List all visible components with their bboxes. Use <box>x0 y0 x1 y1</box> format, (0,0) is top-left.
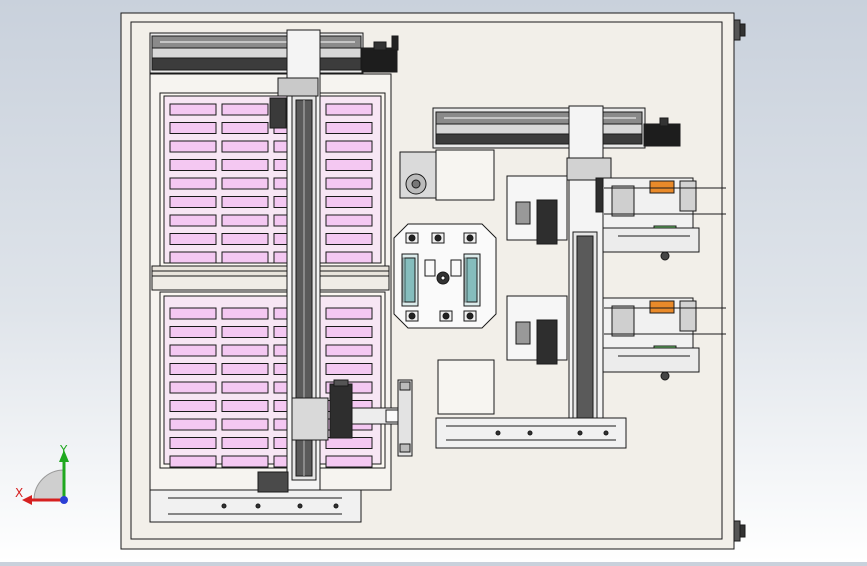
nozzle-tip <box>442 312 450 320</box>
side-bracket <box>397 379 413 457</box>
tray-cell <box>221 177 269 190</box>
rail-hole <box>221 503 227 509</box>
tray-cell <box>221 418 269 431</box>
tray-cell <box>221 103 269 116</box>
tray-cell <box>221 140 269 153</box>
tray-cell <box>169 196 217 208</box>
tray-cell <box>169 437 217 449</box>
tray-cell <box>169 233 217 245</box>
nozzle-tip <box>466 312 474 320</box>
turntable-nozzles <box>402 232 478 322</box>
tray-cell <box>221 307 269 320</box>
rail-hole <box>297 503 303 509</box>
tray-cell <box>221 233 269 245</box>
mounting-foot-bottom <box>733 520 746 542</box>
tray-cell <box>325 214 373 227</box>
rail-hole <box>603 430 609 436</box>
nozzle-tip <box>408 234 416 242</box>
labeling-units <box>506 175 726 381</box>
tray-cell <box>325 196 373 208</box>
tray-cell <box>221 326 269 338</box>
triad-z-axis <box>60 496 68 504</box>
tray-cell <box>325 344 373 357</box>
feeder-slot <box>464 257 478 303</box>
tray-cell <box>169 418 217 431</box>
tray-cell <box>169 344 217 357</box>
tray-divider <box>151 265 390 291</box>
tray-cell <box>325 307 373 320</box>
labeling-unit <box>506 295 726 381</box>
tray-cell <box>325 103 373 116</box>
triad-y-arrowhead <box>59 450 69 462</box>
tray-cell <box>221 455 269 468</box>
tray-cell <box>169 159 217 171</box>
tray-cell <box>325 140 373 153</box>
rail-right-holes <box>495 430 609 436</box>
tray-cell <box>221 437 269 449</box>
rail-hole <box>255 503 261 509</box>
nozzle-tip <box>408 312 416 320</box>
tray-cell <box>325 437 373 449</box>
tray-cell <box>169 381 217 394</box>
nozzle-tip <box>466 234 474 242</box>
tray-cell <box>221 122 269 134</box>
linear-module-top-right <box>432 107 646 149</box>
tray-cell <box>325 177 373 190</box>
tray-cell <box>169 122 217 134</box>
rail-hole <box>333 503 339 509</box>
tray-cell <box>325 233 373 245</box>
tray-cell <box>221 381 269 394</box>
tray-cell <box>169 363 217 375</box>
stand-block <box>437 359 495 415</box>
triad-x-label: X <box>15 486 23 500</box>
mounting-foot-top <box>733 19 746 41</box>
rail-left-holes <box>221 503 339 509</box>
rail-hole <box>495 430 501 436</box>
tray-cell <box>169 307 217 320</box>
triad-x-arrowhead <box>22 495 32 505</box>
servo-motor-top-left <box>361 35 399 73</box>
tray-cell <box>169 140 217 153</box>
tray-cell <box>169 177 217 190</box>
axis-triad[interactable]: Y X <box>15 443 69 505</box>
rail-hole <box>527 430 533 436</box>
tray-cell <box>221 400 269 412</box>
tray-cell <box>221 363 269 375</box>
tray-cell <box>325 122 373 134</box>
tray-cell <box>169 103 217 116</box>
nozzle-tip <box>434 234 442 242</box>
nozzle-holder <box>450 259 462 277</box>
tray-cell <box>169 400 217 412</box>
tray-cell <box>221 251 269 264</box>
tray-cell <box>221 159 269 171</box>
tray-cell <box>169 214 217 227</box>
tray-cell <box>169 326 217 338</box>
tray-cell <box>221 196 269 208</box>
feeder-slot <box>402 257 416 303</box>
tray-cell <box>221 214 269 227</box>
pick-head-left <box>291 379 401 441</box>
tray-cell <box>169 251 217 264</box>
base-plate-inner-border <box>130 21 723 540</box>
tray-cell <box>221 344 269 357</box>
rail-hole <box>577 430 583 436</box>
tray-cell <box>325 326 373 338</box>
triad-base-shape <box>33 469 65 501</box>
rotary-center-hub <box>436 271 450 285</box>
tray-cell <box>325 455 373 468</box>
triad-y-label: Y <box>59 443 68 457</box>
tray-cell <box>169 455 217 468</box>
tray-cell <box>325 251 373 264</box>
tray-cell <box>325 159 373 171</box>
servo-motor-top-right <box>643 117 681 147</box>
labeling-unit <box>506 175 726 261</box>
linear-module-top-left <box>149 32 364 74</box>
nozzle-holder <box>424 259 436 277</box>
gearbox-motor <box>399 149 495 201</box>
tray-cell <box>325 363 373 375</box>
